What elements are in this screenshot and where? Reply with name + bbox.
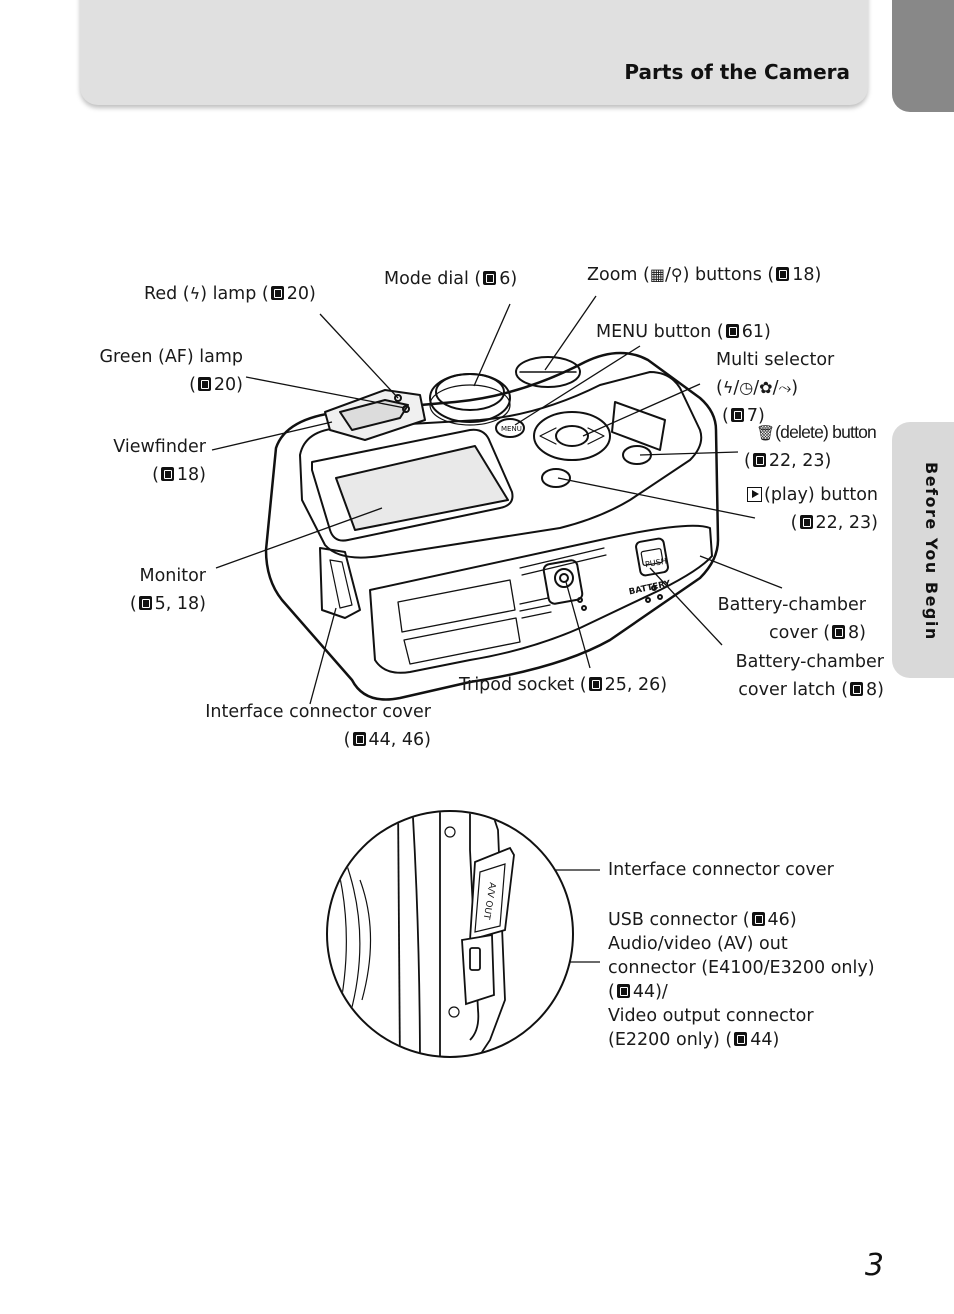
callout-interface-cover: Interface connector cover (44, 46)	[205, 702, 431, 750]
reference-icon	[197, 377, 211, 391]
reference-icon	[776, 267, 790, 281]
callout-play-button: (play) button (22, 23)	[730, 481, 878, 537]
reference-icon	[730, 408, 744, 422]
callout-battery-cover: Battery-chamber cover (8)	[717, 595, 866, 643]
callout-zoom: Zoom (▦/⚲) buttons (18)	[587, 265, 822, 285]
reference-icon	[799, 515, 813, 529]
callout-tripod-socket: Tripod socket (25, 26)	[459, 675, 668, 695]
callout-mode-dial: Mode dial (6)	[384, 269, 518, 289]
flash-icon: ϟ	[722, 378, 734, 397]
callout-menu-button: MENU button (61)	[596, 322, 771, 342]
reference-icon	[832, 625, 846, 639]
camera-push-mark: PUSH	[644, 557, 667, 570]
page-number: 3	[864, 1248, 884, 1283]
reference-icon	[352, 732, 366, 746]
side-tab-label: Before You Begin	[922, 462, 941, 641]
detail-connectors: USB connector (46) Audio/video (AV) out …	[608, 910, 875, 1050]
callout-battery-latch: Battery-chamber cover latch (8)	[735, 652, 884, 700]
section-title: Parts of the Camera	[624, 60, 850, 84]
exposure-icon: ⤳	[778, 378, 792, 397]
callout-red-lamp: Red (ϟ) lamp (20)	[144, 284, 316, 304]
callout-delete-button: 🗑(delete) button (22, 23)	[744, 422, 877, 471]
header-panel	[80, 0, 868, 105]
flash-icon: ϟ	[189, 284, 201, 303]
trash-icon: 🗑	[756, 424, 776, 442]
magnify-icon: ⚲	[670, 265, 683, 284]
reference-icon	[752, 453, 766, 467]
reference-icon	[725, 324, 739, 338]
callout-multi-selector: Multi selector (ϟ/◷/✿/⤳) (7)	[716, 350, 835, 426]
reference-icon	[483, 271, 497, 285]
detail-interface-cover: Interface connector cover	[608, 860, 834, 880]
self-timer-icon: ◷	[739, 378, 754, 397]
corner-tab	[892, 0, 954, 112]
reference-icon	[588, 677, 602, 691]
reference-icon	[270, 286, 284, 300]
callout-viewfinder: Viewfinder (18)	[113, 437, 206, 485]
macro-icon: ✿	[759, 378, 773, 397]
side-tab[interactable]	[892, 422, 954, 678]
play-icon	[747, 487, 762, 502]
callout-green-lamp: Green (AF) lamp (20)	[99, 347, 243, 395]
reference-icon	[160, 467, 174, 481]
reference-icon	[616, 984, 630, 998]
thumbnail-icon: ▦	[649, 265, 665, 284]
camera-menu-mark: MENU	[501, 425, 522, 433]
callout-monitor: Monitor (5, 18)	[129, 566, 206, 614]
reference-icon	[138, 596, 152, 610]
reference-icon	[734, 1032, 748, 1046]
reference-icon	[850, 682, 864, 696]
reference-icon	[751, 912, 765, 926]
